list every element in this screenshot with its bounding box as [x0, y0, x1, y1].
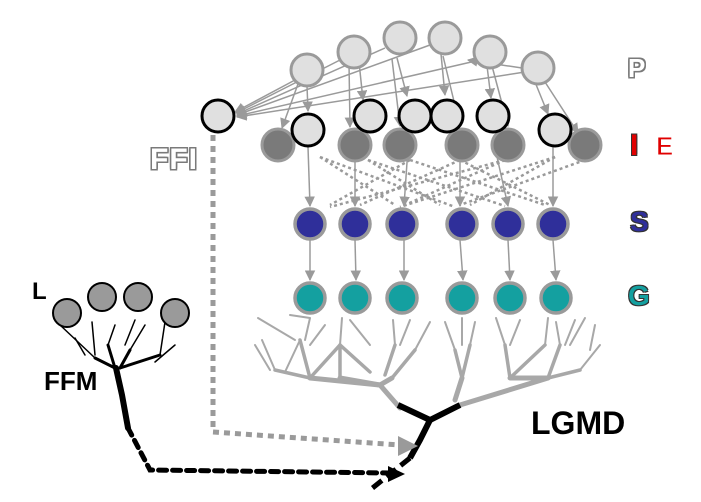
s-cell-3 [385, 207, 419, 241]
p-cell-5 [472, 34, 508, 70]
ffm-dendrite-tree [59, 319, 393, 476]
ffm-path-arrowhead [388, 466, 405, 482]
p-cell-1 [289, 52, 325, 88]
ffi-to-lgmd-path [210, 135, 401, 448]
e-cell-4 [444, 127, 480, 163]
ffi-label: FFI [150, 143, 198, 176]
layer-label-s: S [630, 206, 649, 237]
lateral-inhibition-connections [319, 155, 586, 209]
lgmd-main-trunk [368, 402, 462, 492]
s-cell-6 [536, 207, 570, 241]
g-cell-2 [338, 281, 372, 315]
i-cell-4 [429, 98, 465, 134]
ffi-cell [200, 98, 236, 134]
g-cell-4 [445, 281, 479, 315]
s-cell-1 [293, 207, 327, 241]
i-cell-2 [352, 98, 388, 134]
e-cell-3 [382, 127, 418, 163]
layer-label-p: P [628, 53, 646, 83]
layer-label-g: G [628, 280, 650, 311]
i-cell-3 [397, 98, 433, 134]
i-cell-5 [475, 98, 511, 134]
l-cell-1 [52, 298, 82, 328]
l-cell-2 [87, 282, 117, 312]
ffm-label: FFM [44, 366, 98, 396]
s-cell-5 [491, 207, 525, 241]
ffi-path-arrowhead [398, 436, 418, 456]
s-cell-4 [445, 207, 479, 241]
e-cell-2 [337, 127, 373, 163]
e-cell-6 [567, 127, 603, 163]
lgmd-dendrite-tree [254, 314, 601, 411]
p-cell-6 [520, 50, 556, 86]
g-cell-1 [293, 281, 327, 315]
p-cell-3 [382, 20, 418, 56]
i-cell-6 [537, 112, 573, 148]
l-cell-4 [160, 298, 190, 328]
s-cell-2 [338, 207, 372, 241]
p-cell-2 [336, 34, 372, 70]
e-cell-1 [260, 127, 296, 163]
layer-label-i: I [630, 129, 639, 162]
g-cell-6 [539, 281, 573, 315]
layer-label-e: E [655, 131, 674, 161]
layer-label-l: L [32, 278, 47, 305]
p-cell-4 [427, 20, 463, 56]
lgmd-label: LGMD [531, 405, 626, 441]
g-cell-5 [493, 281, 527, 315]
e-cell-5 [490, 127, 526, 163]
g-cell-3 [385, 281, 419, 315]
l-cell-3 [123, 282, 153, 312]
i-cell-1 [290, 112, 326, 148]
